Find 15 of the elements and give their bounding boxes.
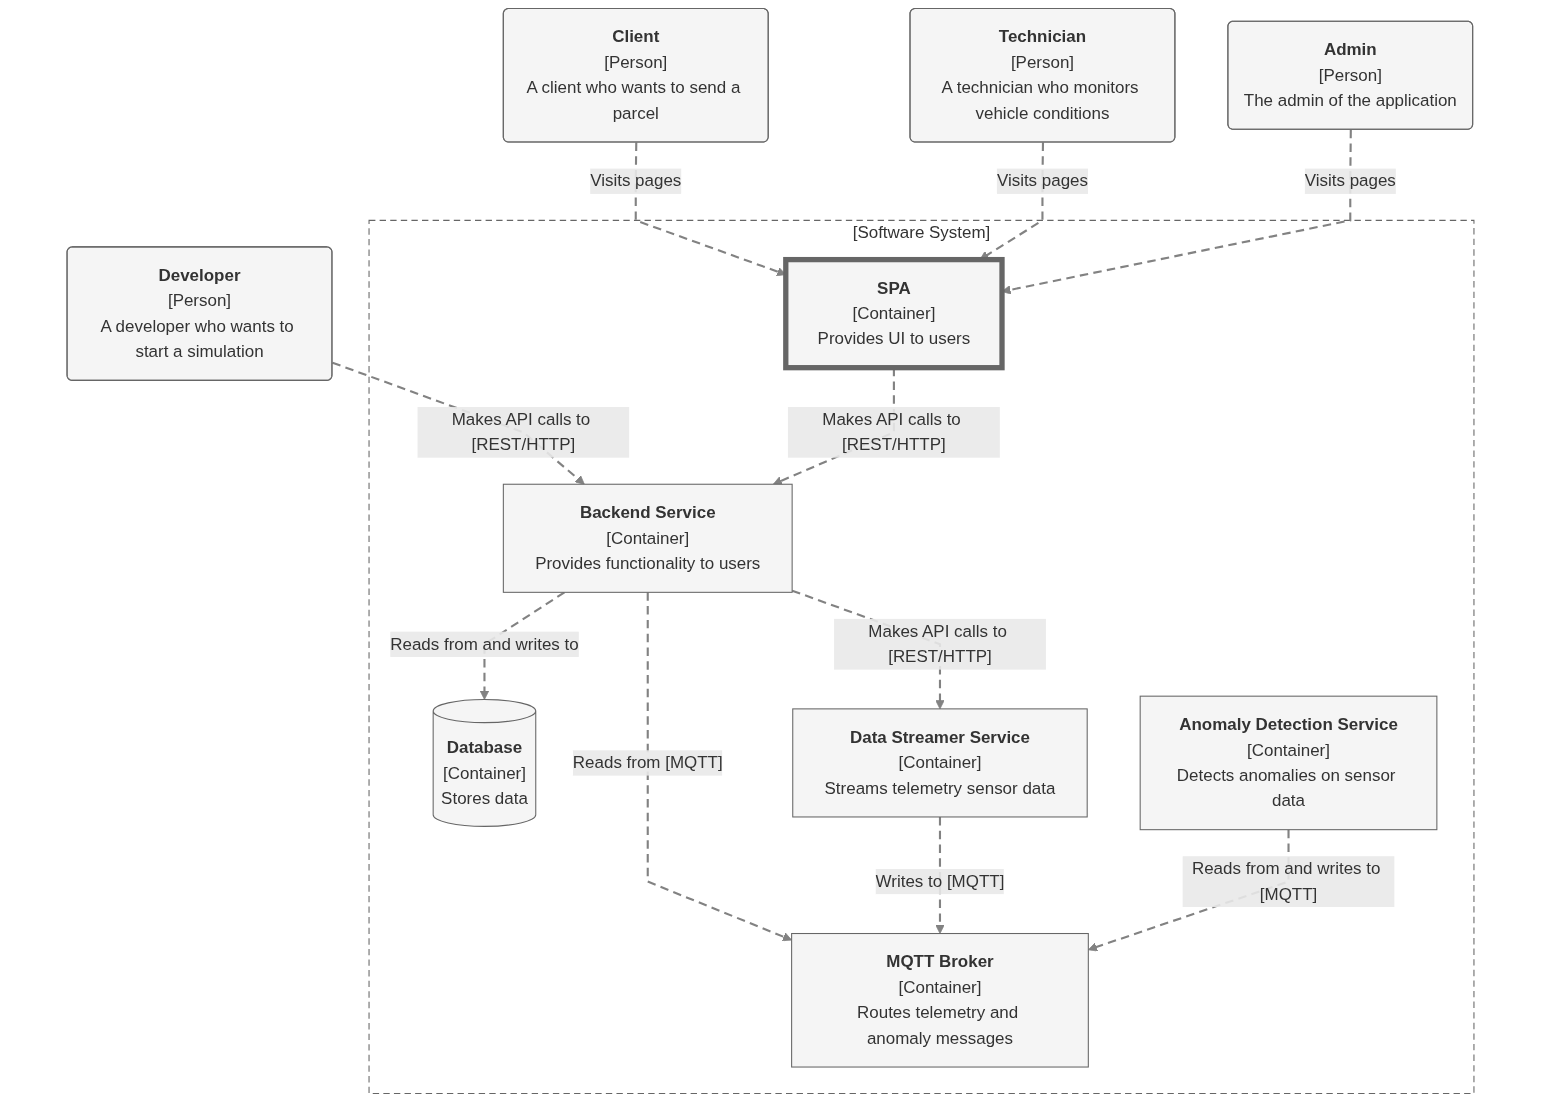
edge-label: Visits pages — [996, 171, 1089, 190]
edge-label: Visits pages — [1304, 171, 1396, 190]
node-box: Data Streamer Service [Container] Streams telemetry sensor data — [792, 708, 1088, 818]
node-box: Anomaly Detection Service [Container] Detects anomalies on sensor data — [1139, 695, 1438, 831]
edge-label: Visits pages — [590, 171, 682, 190]
edge-label: Reads from and writes to [MQTT] — [1191, 859, 1381, 903]
edge-label: Reads from [MQTT] — [572, 753, 723, 772]
node-box: SPA [Container] Provides UI to users — [783, 256, 1005, 371]
edge-label: Makes API calls to [REST/HTTP] — [868, 621, 1007, 666]
edge-label: Makes API calls to [REST/HTTP] — [822, 410, 961, 454]
edge-label: Makes API calls to [REST/HTTP] — [451, 410, 591, 454]
edge-label: Reads from and writes to — [390, 634, 579, 653]
edge-label: Writes to [MQTT] — [875, 872, 1005, 891]
node-box: Backend Service [Container] Provides functionality to users — [502, 483, 793, 593]
node-box: MQTT Broker [Container] Routes telemetry and anomaly messages — [791, 933, 1089, 1068]
